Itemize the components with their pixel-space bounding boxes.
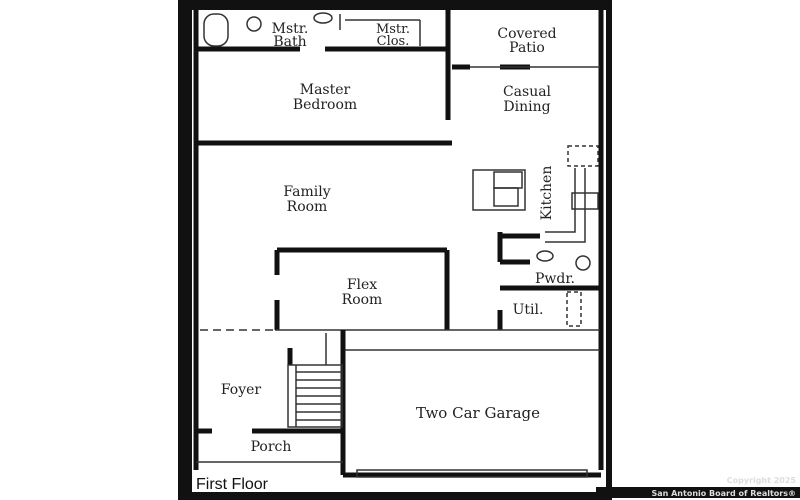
- room-label-mstr-bath: Mstr.Bath: [272, 21, 309, 50]
- room-label-mstr-clos: Mstr.Clos.: [376, 22, 410, 49]
- watermark-board: San Antonio Board of Realtors®: [651, 489, 796, 498]
- walls: [193, 10, 604, 478]
- floor-title: First Floor: [196, 476, 269, 493]
- room-label-foyer: Foyer: [221, 382, 262, 398]
- room-label-kitchen: Kitchen: [539, 166, 555, 221]
- room-label-porch: Porch: [251, 439, 292, 455]
- watermark-bg: [596, 487, 800, 498]
- room-label-garage: Two Car Garage: [416, 404, 540, 422]
- room-label-pwdr: Pwdr.: [535, 271, 575, 287]
- room-label-util: Util.: [513, 302, 544, 318]
- watermark-copyright: Copyright 2025: [727, 476, 797, 485]
